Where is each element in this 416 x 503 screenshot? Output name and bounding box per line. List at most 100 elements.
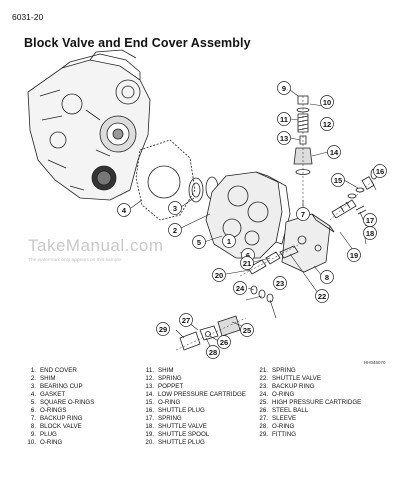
legend-item: 20.SHUTTLE PLUG [142,439,246,447]
legend-item-label: SHUTTLE PLUG [158,407,205,415]
callout-3-label: 3 [173,204,177,213]
exploded-view-diagram: 1 2 3 4 5 6 7 8 9 10 11 12 13 14 15 16 1… [27,49,387,359]
legend-item: 26.STEEL BALL [256,407,361,415]
callout-8: 8 [320,270,334,284]
legend-item: 8. BLOCK VALVE [24,423,94,431]
legend-item: 17. SPRING [142,415,246,423]
legend-item-number: 18. [145,423,154,431]
legend-item-number: 9. [30,431,36,439]
watermark-subtext: The watermark only appears on this sampl… [28,258,122,263]
callout-21-label: 21 [243,259,251,268]
callout-5: 5 [192,235,206,249]
figure-id: HH046070 [364,360,386,365]
legend-item-label: SPRING [158,415,182,423]
legend-item-number: 5. [30,399,36,407]
callout-10-label: 10 [323,98,331,107]
callout-18: 18 [363,226,377,240]
callout-24-label: 24 [236,284,245,293]
legend-item: 2. SHIM [24,375,94,383]
legend-item-label: BACKUP RING [272,383,315,391]
callout-3: 3 [168,201,182,215]
legend-item-number: 17. [145,415,154,423]
legend-item-number: 6. [30,407,36,415]
legend-item-label: BLOCK VALVE [40,423,82,431]
callout-1: 1 [222,234,236,248]
callout-13-label: 13 [280,134,288,143]
callout-10: 10 [320,95,334,109]
legend-item-number: 14. [145,391,154,399]
legend-item: 24.O-RING [256,391,361,399]
callout-4-label: 4 [122,206,127,215]
callout-26-label: 26 [220,338,228,347]
callout-29-label: 29 [159,325,167,334]
legend-item-label: SHIM [40,375,56,383]
callout-4: 4 [117,203,131,217]
callout-12-label: 12 [323,120,331,129]
callout-15: 15 [331,173,345,187]
callout-21: 21 [240,256,254,270]
legend-item-number: 3. [30,383,36,391]
legend-item-label: O-RING [272,423,295,431]
legend-item-number: 4. [30,391,36,399]
legend-item-number: 1. [30,367,36,374]
callout-22: 22 [315,289,329,303]
legend-item-number: 29. [259,431,268,439]
legend-item-label: O-RING [158,399,181,407]
legend-item-label: BEARING CUP [40,383,83,391]
legend-item-number: 24. [259,391,268,399]
legend-item: 25.HIGH PRESSURE CARTRIDGE [256,399,361,407]
legend-item-number: 2. [30,375,36,383]
callout-9: 9 [277,81,291,95]
legend-item-label: O-RINGS [40,407,67,415]
legend-item: 7. BACKUP RING [24,415,94,423]
legend-item: 14. LOW PRESSURE CARTRIDGE [142,391,246,399]
legend-item-number: 13. [145,383,154,391]
legend-item: 10.O-RING [24,439,94,447]
legend-item: 19.SHUTTLE SPOOL [142,431,246,439]
callout-11: 11 [277,112,291,126]
legend-item-number: 21. [259,367,268,374]
callout-12: 12 [320,117,334,131]
callout-13: 13 [277,131,291,145]
legend-item-label: BACKUP RING [40,415,83,423]
legend-item-label: STEEL BALL [272,407,309,415]
callout-18-label: 18 [366,229,374,238]
legend-item: 27.SLEEVE [256,415,361,423]
legend-item-label: SHUTTLE VALVE [158,423,207,431]
callout-23-label: 23 [276,279,284,288]
legend-item: 15.O-RING [142,399,246,407]
callout-20: 20 [212,268,226,282]
callout-7: 7 [296,207,310,221]
callout-25-label: 25 [243,326,251,335]
page-number: 6031-20 [12,12,44,22]
legend-item: 18. SHUTTLE VALVE [142,423,246,431]
legend-item-label: POPPET [158,383,184,391]
legend-item-label: END COVER [40,367,77,374]
legend-item-label: LOW PRESSURE CARTRIDGE [158,391,246,399]
legend-item-label: SHIM [158,367,174,374]
legend-item: 4.GASKET [24,391,94,399]
legend-item: 1. END COVER [24,367,94,375]
callout-28-label: 28 [209,348,217,357]
callout-29: 29 [156,322,170,336]
callout-7-label: 7 [301,210,305,219]
legend-item-number: 8. [30,423,36,431]
callout-19: 19 [347,248,361,262]
legend-item: 22.SHUTTLE VALVE [256,375,361,383]
callout-27: 27 [179,313,193,327]
callout-27-label: 27 [182,316,190,325]
legend-item: 6. O-RINGS [24,407,94,415]
legend-item-label: FITTING [272,431,297,439]
callout-20-label: 20 [215,271,223,280]
legend-item: 21.SPRING [256,367,361,375]
callout-17: 17 [363,213,377,227]
legend-item: 5.SQUARE O-RINGS [24,399,95,407]
legend-item-label: SLEEVE [272,415,297,423]
callout-28: 28 [206,345,220,359]
callout-1-label: 1 [227,237,231,246]
legend-item-number: 7. [30,415,36,423]
legend-item-label: SHUTTLE PLUG [158,439,205,447]
callout-2: 2 [168,223,182,237]
